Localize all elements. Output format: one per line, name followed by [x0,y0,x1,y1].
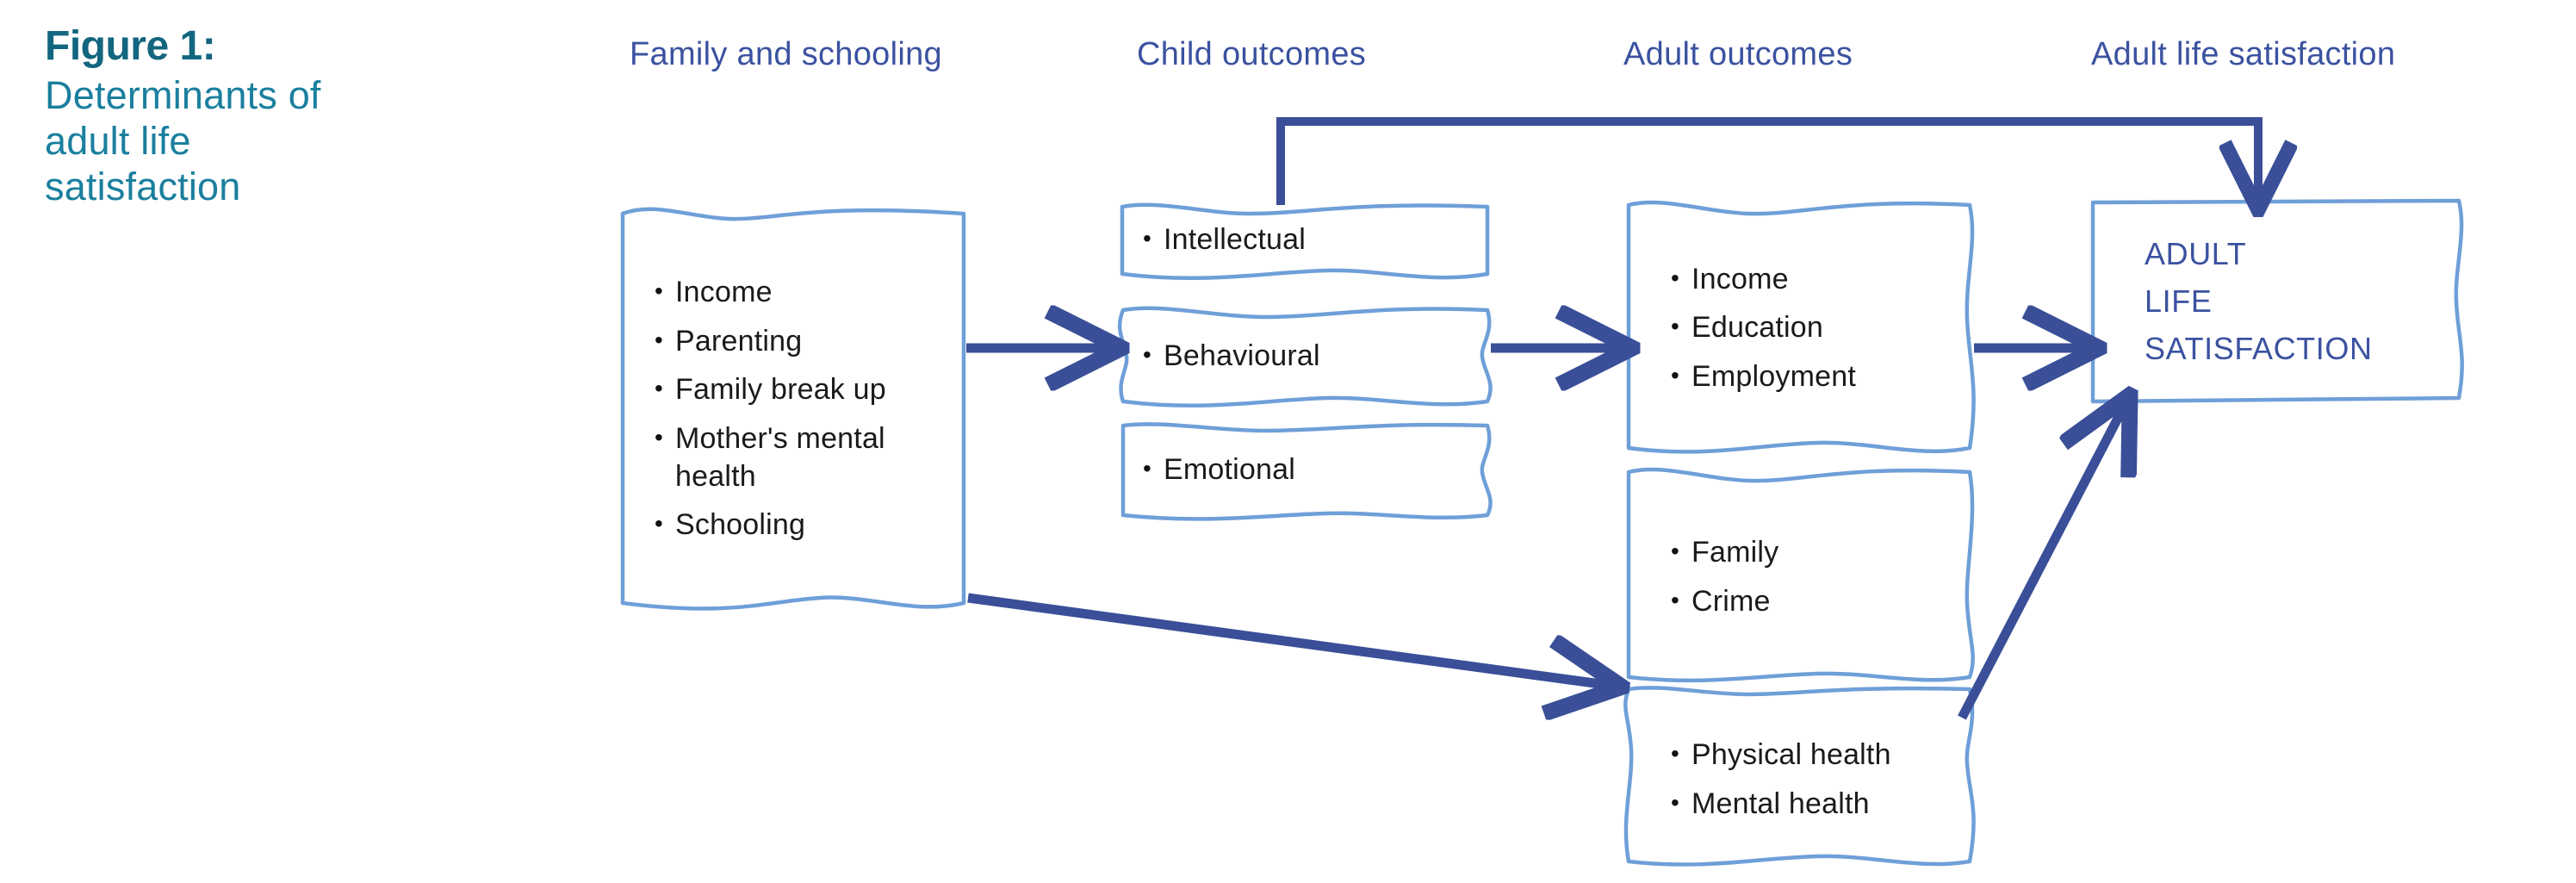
list-item: •Schooling [655,508,806,542]
adult-socioeconomic-frame [1626,200,1976,454]
bullet-glyph: • [1143,225,1152,252]
list-item: •Parenting [655,324,803,358]
list-item: •Mental health [1671,787,1870,820]
bullet-glyph: • [655,375,664,402]
bullet-glyph: • [655,277,664,305]
bullet-glyph: • [1671,537,1680,564]
adult-socioeconomic-list: •Income •Education •Employment [1671,250,1981,407]
family-and-schooling-box[interactable]: •Income •Parenting •Family break up •Mot… [655,215,965,603]
adult-health-list: •Physical health •Mental health [1671,725,1998,834]
bullet-glyph: • [1671,586,1680,613]
child-emotional-frame [1120,422,1493,521]
list-item: •Emotional [1143,453,1295,487]
family-and-schooling-list: •Income •Parenting •Family break up •Mot… [655,263,965,555]
list-item: •Education [1671,311,1824,345]
adult-life-satisfaction-text: ADULT LIFE SATISFACTION [2093,231,2373,372]
bullet-glyph: • [655,326,664,353]
figure-subtitle-line-3: satisfaction [45,165,241,209]
adult-family-crime-list: •Family •Crime [1671,523,1981,631]
arrow-family-to-health [967,593,1607,685]
adult-family-crime-box[interactable]: •Family •Crime [1671,482,1981,672]
als-line-3: SATISFACTION [2145,330,2373,366]
figure-subtitle-line-2: adult life [45,119,191,164]
list-item: •Crime [1671,584,1771,618]
adult-health-box[interactable]: •Physical health •Mental health [1671,698,1998,861]
child-intellectual-box[interactable]: •Intellectual [1143,207,1479,274]
family-and-schooling-frame [620,207,966,611]
bullet-glyph: • [1671,739,1680,767]
list-item: •Income [1671,262,1789,295]
adult-family-crime-frame [1626,467,1975,683]
column-header-adult-life-satisfaction: Adult life satisfaction [2091,36,2396,72]
figure-subtitle-line-1: Determinants of [45,73,321,117]
bullet-glyph: • [1143,455,1152,482]
list-item: •Physical health [1671,737,1891,771]
list-item: •Behavioural [1143,339,1320,373]
figure-number: Figure 1: [45,23,216,69]
list-item: •Family break up [655,373,886,407]
list-item: •Income [655,276,773,309]
child-intellectual-frame [1120,202,1490,281]
column-header-adult-outcomes: Adult outcomes [1623,36,1853,72]
als-line-1: ADULT [2145,236,2247,272]
arrow-intellectual-to-satisfaction [1276,117,2258,205]
bullet-glyph: • [655,424,664,451]
list-item: •Intellectual [1143,223,1306,257]
list-item: •Mother's mental health [655,422,885,493]
column-header-family-and-schooling: Family and schooling [630,36,942,72]
adult-life-satisfaction-box[interactable]: ADULT LIFE SATISFACTION [2093,202,2459,401]
child-behavioural-list: •Behavioural [1143,338,1479,376]
bullet-glyph: • [1671,313,1680,340]
adult-socioeconomic-box[interactable]: •Income •Education •Employment [1671,215,1981,441]
child-intellectual-list: •Intellectual [1143,221,1479,259]
child-behavioural-box[interactable]: •Behavioural [1143,315,1479,398]
bullet-glyph: • [1671,361,1680,389]
child-emotional-box[interactable]: •Emotional [1143,429,1479,512]
child-emotional-list: •Emotional [1143,451,1479,489]
bullet-glyph: • [655,510,664,538]
column-header-child-outcomes: Child outcomes [1137,36,1367,72]
list-item: •Employment [1671,359,1856,393]
bullet-glyph: • [1671,788,1680,816]
adult-health-frame [1623,686,1976,867]
arrow-health-to-satisfaction [1958,408,2123,720]
bullet-glyph: • [1143,341,1152,369]
adult-life-satisfaction-frame [2090,198,2464,404]
bullet-glyph: • [1671,264,1680,291]
child-behavioural-frame [1117,306,1493,408]
figure-caption: Figure 1: Determinants of adult life sat… [45,26,527,209]
figure-subtitle: Determinants of adult life satisfaction [45,72,527,209]
als-line-2: LIFE [2145,283,2213,320]
list-item: •Family [1671,535,1779,569]
